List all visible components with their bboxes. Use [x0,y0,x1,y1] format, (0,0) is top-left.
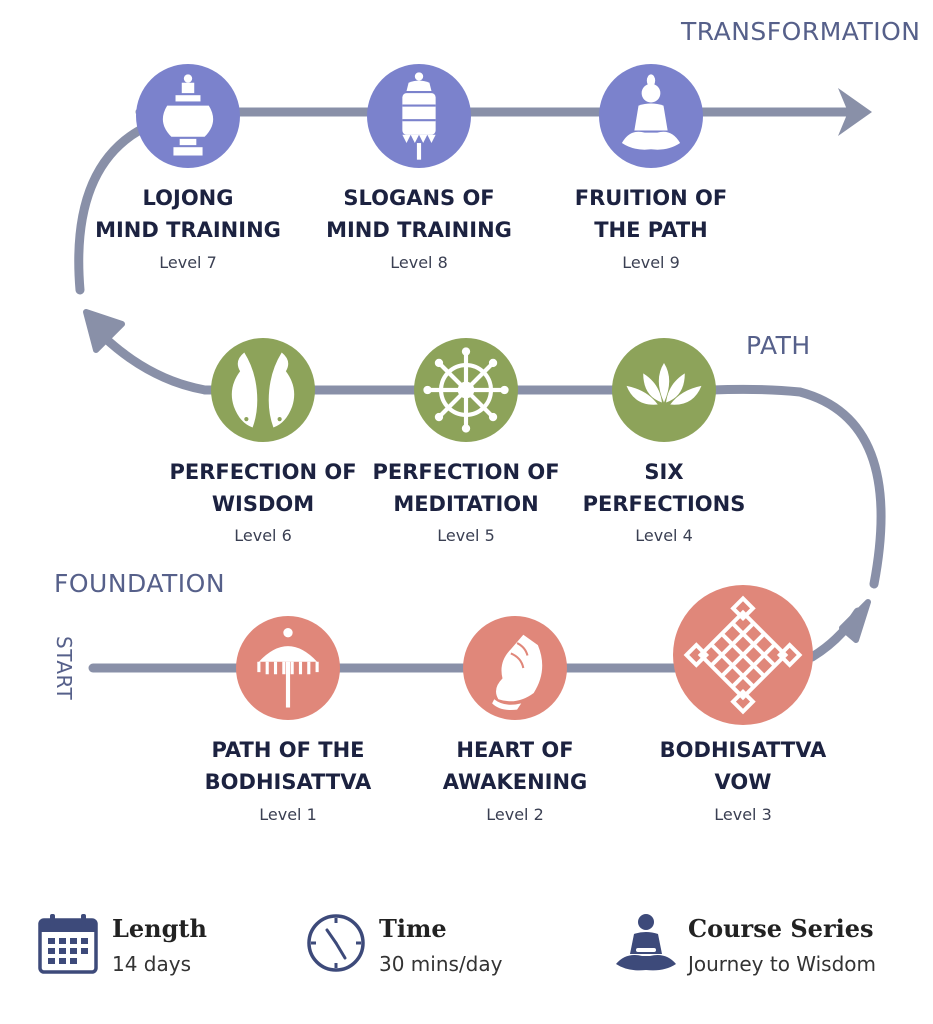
golden-fish-icon [231,352,295,428]
meditator-icon [616,914,676,971]
arrowhead-lower [839,599,871,643]
level-4-label: Level 4 [635,526,693,545]
lotus-icon [626,362,702,405]
length-title: Length [112,914,207,943]
path-curve-left [74,125,145,295]
conch-shell-icon [492,634,543,711]
level-4-circle[interactable] [612,338,716,442]
clock-icon [307,914,365,972]
buddha-icon [621,74,681,150]
dharma-wheel-icon [423,347,509,433]
footer-series: Course Series Journey to Wisdom [614,912,914,982]
footer-length: Length 14 days [38,912,238,982]
time-value: 30 mins/day [379,952,503,976]
length-value: 14 days [112,952,192,976]
treasure-vase-icon [162,74,214,156]
level-1-circle[interactable] [236,616,340,720]
parasol-icon [257,627,319,708]
time-title: Time [379,914,447,943]
level-6-label: Level 6 [234,526,292,545]
level-2-circle[interactable] [463,616,567,720]
stage-label-transformation: TRANSFORMATION [681,17,921,46]
victory-banner-icon [402,72,436,160]
level-2-label: Level 2 [486,805,544,824]
level-9-circle[interactable] [599,64,703,168]
level-6-circle[interactable] [211,338,315,442]
calendar-icon [38,914,98,974]
level-9-label: Level 9 [622,253,680,272]
arrowhead-end [838,88,872,136]
path-curve-upper-left [99,332,210,395]
level-3-circle[interactable] [673,585,813,725]
series-value: Journey to Wisdom [688,952,877,976]
level-7-circle[interactable] [136,64,240,168]
level-5-circle[interactable] [414,338,518,442]
stage-label-start: START [52,636,76,701]
level-8-circle[interactable] [367,64,471,168]
level-8-label: Level 8 [390,253,448,272]
stage-label-path: PATH [746,331,811,360]
level-1-label: Level 1 [259,805,317,824]
endless-knot-icon [683,595,803,715]
series-title: Course Series [688,914,874,943]
path-curve-right [707,384,886,589]
level-7-label: Level 7 [159,253,217,272]
arrowhead-upper [83,309,125,353]
level-3-label: Level 3 [714,805,772,824]
level-5-label: Level 5 [437,526,495,545]
footer-time: Time 30 mins/day [305,912,535,982]
stage-label-foundation: FOUNDATION [54,569,226,598]
